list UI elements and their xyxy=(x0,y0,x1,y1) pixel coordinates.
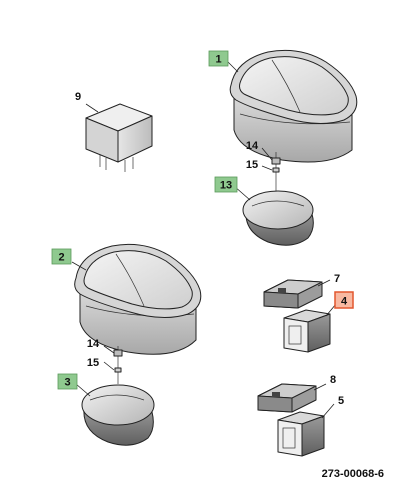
callout-3: 3 xyxy=(57,373,78,390)
dome-part-3 xyxy=(81,384,155,446)
fastener-upper xyxy=(271,152,281,192)
callout-14-upper: 14 xyxy=(246,140,259,152)
callout-2-label: 2 xyxy=(58,252,64,264)
switch-body-4 xyxy=(283,309,331,353)
callout-8-label: 8 xyxy=(330,374,336,386)
callout-15-lower-label: 15 xyxy=(87,357,99,369)
callout-1: 1 xyxy=(208,50,229,67)
callout-4: 4 xyxy=(334,291,354,309)
fastener-lower xyxy=(113,346,123,384)
relay-part xyxy=(85,103,153,172)
callout-5: 5 xyxy=(338,395,344,407)
callout-3-label: 3 xyxy=(64,377,70,389)
callout-5-label: 5 xyxy=(338,395,344,407)
callout-9-label: 9 xyxy=(75,91,81,103)
callout-2: 2 xyxy=(51,248,72,265)
callout-14-upper-label: 14 xyxy=(246,140,259,152)
callout-8: 8 xyxy=(330,374,336,386)
switch-cap-7 xyxy=(263,279,323,309)
callout-9: 9 xyxy=(75,91,81,103)
callout-14-lower-label: 14 xyxy=(87,338,100,350)
callout-13-label: 13 xyxy=(220,180,232,192)
callout-15-lower: 15 xyxy=(87,357,99,369)
callout-15-upper: 15 xyxy=(246,159,258,171)
callout-13: 13 xyxy=(214,176,238,193)
callout-1-label: 1 xyxy=(215,54,221,66)
leader-lines xyxy=(71,61,337,419)
callout-7: 7 xyxy=(334,273,340,285)
diagram-reference-number: 273-00068-6 xyxy=(322,468,384,480)
switch-cap-8 xyxy=(257,383,317,413)
lamp-assembly-upper xyxy=(229,49,358,163)
lamp-assembly-lower xyxy=(74,243,202,355)
callout-7-label: 7 xyxy=(334,273,340,285)
callout-15-upper-label: 15 xyxy=(246,159,258,171)
callout-14-lower: 14 xyxy=(87,338,100,350)
callout-4-label: 4 xyxy=(341,296,348,308)
switch-body-5 xyxy=(277,411,325,457)
dome-part-13 xyxy=(242,190,314,246)
